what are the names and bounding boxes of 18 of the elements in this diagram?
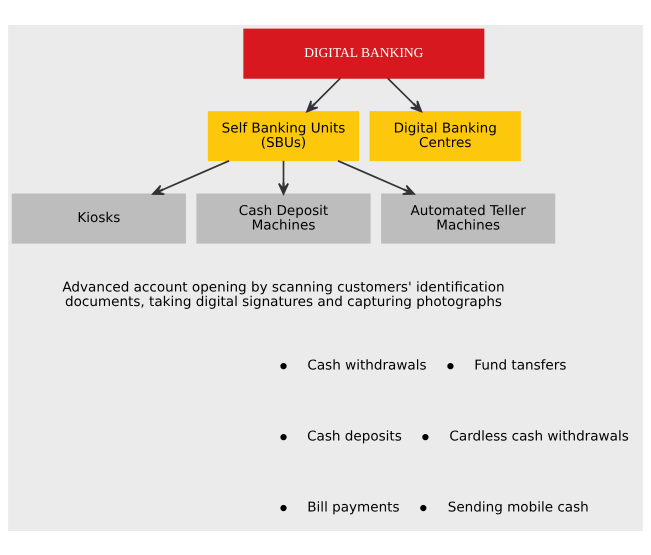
node-box: Cash Deposit Machines	[196, 193, 371, 244]
label: Bill payments	[307, 499, 400, 516]
label: Advanced account opening by scanning customers' identification documents, taking digital signatures and capturing photographs	[62, 278, 505, 310]
node-box: Digital Banking Centres	[370, 110, 521, 161]
arrow	[306, 77, 341, 112]
arrow	[152, 160, 230, 194]
arrow	[387, 77, 422, 112]
label: Cash deposits	[307, 428, 402, 444]
label: Sending mobile cash	[448, 499, 589, 516]
label: Cardless cash withdrawals	[449, 428, 629, 444]
node-box: DIGITAL BANKING	[243, 28, 484, 78]
node-box: Automated Teller Machines	[381, 193, 556, 244]
node-box: Kiosks	[12, 193, 186, 244]
label: Fund tansfers	[474, 357, 566, 374]
arrow	[338, 160, 415, 194]
arrow	[278, 160, 290, 194]
label: Cash withdrawals	[307, 357, 427, 374]
node-box: Self Banking Units (SBUs)	[208, 110, 360, 161]
